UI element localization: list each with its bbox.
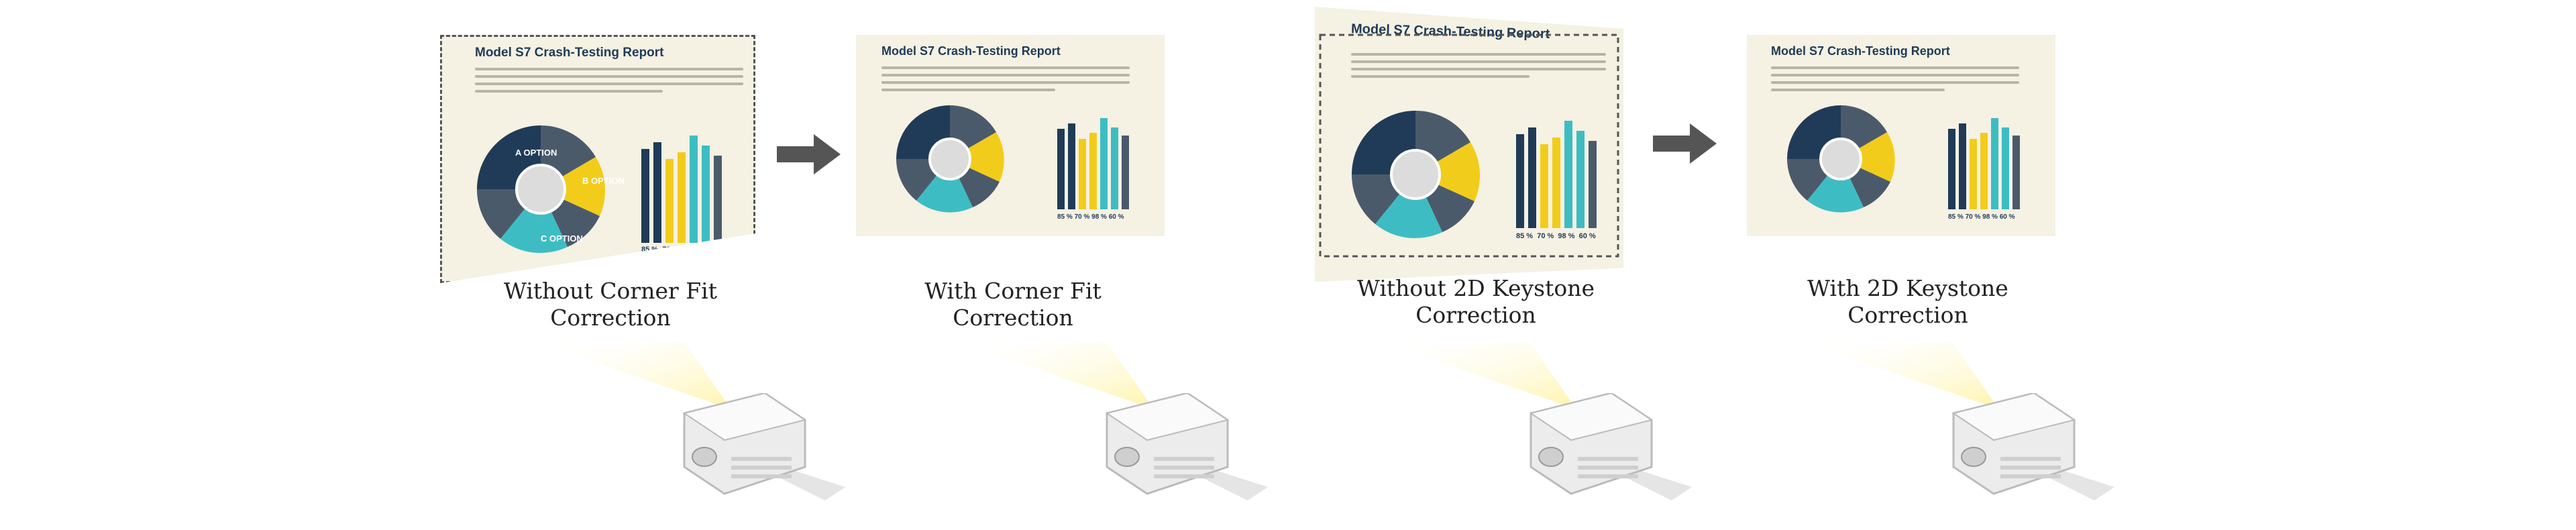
report-title: Model S7 Crash-Testing Report xyxy=(1771,44,1950,58)
caption: With Corner Fit Correction xyxy=(924,278,1102,331)
projector-beam xyxy=(1805,342,1999,409)
percent-labels: 85 % 70 % 98 % 60 % xyxy=(641,246,721,254)
projected-screen: Model S7 Crash-Testing Report xyxy=(1747,35,2055,236)
slice-label-c: C OPTION xyxy=(541,233,583,244)
caption: Without 2D Keystone Correction xyxy=(1356,275,1595,328)
caption: With 2D Keystone Correction xyxy=(1807,275,2008,328)
report-body xyxy=(475,63,743,97)
projector-beam xyxy=(959,342,1154,409)
right-arrow-icon xyxy=(777,134,841,174)
projector-icon xyxy=(682,393,845,500)
report-title: Model S7 Crash-Testing Report xyxy=(881,44,1061,58)
projector-beam xyxy=(1382,342,1576,409)
caption: Without Corner Fit Correction xyxy=(504,278,717,331)
report-body xyxy=(1771,62,2019,96)
projector-beam xyxy=(537,342,731,409)
projector-icon xyxy=(1105,393,1268,500)
report-infographic xyxy=(1319,34,1619,258)
projected-screen: Model S7 Crash-Testing Report xyxy=(856,35,1165,236)
projected-screen: Model S7 Crash-Testing Report xyxy=(1315,7,1623,282)
report-infographic xyxy=(1787,105,2020,213)
percent-labels: 85 % 70 % 98 % 60 % xyxy=(1516,232,1596,240)
report-infographic xyxy=(896,105,1129,213)
projector-icon xyxy=(1951,393,2114,500)
right-arrow-icon xyxy=(1653,123,1717,164)
report-body xyxy=(1351,48,1606,83)
report-body xyxy=(881,62,1130,96)
report-title: Model S7 Crash-Testing Report xyxy=(475,46,664,60)
keystone-comparison-stage: Model S7 Crash-Testing Report xyxy=(440,7,2114,500)
percent-labels: 85 % 70 % 98 % 60 % xyxy=(1948,213,2015,221)
percent-labels: 85 % 70 % 98 % 60 % xyxy=(1057,213,1124,221)
report-infographic xyxy=(476,125,722,254)
projector-icon xyxy=(1529,393,1692,500)
slice-label-a: A OPTION xyxy=(515,148,557,158)
slice-label-b: B OPTION xyxy=(582,176,625,186)
projected-screen: Model S7 Crash-Testing Report xyxy=(440,35,755,283)
